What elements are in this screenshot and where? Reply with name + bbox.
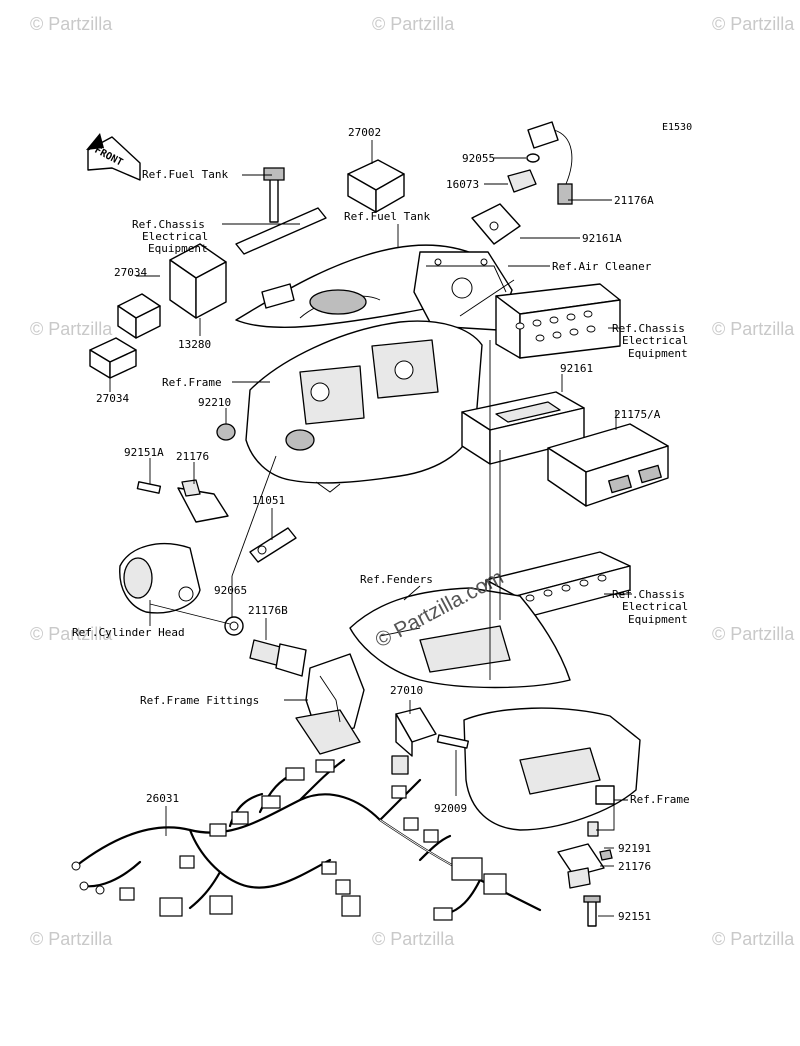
watermark: © Partzilla <box>712 14 795 34</box>
bolt-92151A <box>136 481 162 494</box>
part-number-92065: 92065 <box>214 584 247 597</box>
part-number-27002: 27002 <box>348 126 381 139</box>
part-number-92055: 92055 <box>462 152 495 165</box>
bolt-92151 <box>583 895 601 927</box>
reference-labels: Ref.Fuel Tank Ref.Chassis Electrical Equ… <box>72 168 690 806</box>
watermark: © Partzilla <box>372 929 455 949</box>
relay-holder-13280 <box>169 243 227 319</box>
ref-chassis-label-2: Ref.Chassis <box>612 322 685 335</box>
wiring-harness-26031 <box>71 758 542 921</box>
sensor-21176B <box>249 639 307 677</box>
nut-16073 <box>507 169 537 193</box>
part-number-92009: 92009 <box>434 802 467 815</box>
chassis-tray-upper <box>495 283 621 359</box>
part-number-92161A: 92161A <box>582 232 622 245</box>
frame-rear <box>463 707 641 831</box>
part-number-21175A: 21175/A <box>614 408 661 421</box>
part-number-16073: 16073 <box>446 178 479 191</box>
ref-chassis-label-3: Ref.Chassis <box>612 588 685 601</box>
ref-frame-fittings-label: Ref.Frame Fittings <box>140 694 259 707</box>
ref-chassis-label-2: Equipment <box>628 347 688 360</box>
ref-chassis-label-1: Ref.Chassis <box>132 218 205 231</box>
watermark: © Partzilla <box>30 624 113 644</box>
washer-92065 <box>224 616 244 636</box>
part-number-92161: 92161 <box>560 362 593 375</box>
frame-fittings-bracket <box>295 653 365 755</box>
ref-fuel-tank-label: Ref.Fuel Tank <box>142 168 228 181</box>
part-number-21176A: 21176A <box>614 194 654 207</box>
part-number-11051: 11051 <box>252 494 285 507</box>
ecu-unit <box>547 423 669 507</box>
cylinder-head-ref <box>119 542 201 614</box>
front-arrow-icon: FRONT <box>86 133 141 181</box>
cap-92210 <box>216 423 236 441</box>
ref-chassis-label-1: Electrical <box>142 230 208 243</box>
bracket-11051 <box>249 527 297 563</box>
ref-frame-label-2: Ref.Frame <box>630 793 690 806</box>
ref-air-cleaner-label: Ref.Air Cleaner <box>552 260 652 273</box>
part-number-21176-lower: 21176 <box>618 860 651 873</box>
ref-chassis-label-3: Electrical <box>622 600 688 613</box>
part-number-21176-upper: 21176 <box>176 450 209 463</box>
watermark: © Partzilla <box>712 319 795 339</box>
part-number-27034-a: 27034 <box>114 266 147 279</box>
watermark: © Partzilla <box>30 929 113 949</box>
ref-fuel-tank-label-2: Ref.Fuel Tank <box>344 210 430 223</box>
part-number-92210: 92210 <box>198 396 231 409</box>
part-number-92191: 92191 <box>618 842 651 855</box>
part-labels: 27002 92055 16073 21176A 92161A 27034 13… <box>96 126 661 923</box>
watermark: © Partzilla <box>372 14 455 34</box>
relay-27034-a <box>117 293 161 339</box>
watermark: © Partzilla <box>712 929 795 949</box>
relay-bracket <box>235 167 327 309</box>
watermark-layer: © Partzilla © Partzilla © Partzilla © Pa… <box>30 14 795 949</box>
part-number-27010: 27010 <box>390 684 423 697</box>
sensor-21176-lower <box>557 843 613 889</box>
ref-chassis-label-3: Equipment <box>628 613 688 626</box>
sensor-21176-upper <box>177 479 229 523</box>
oring-92055 <box>526 153 540 163</box>
ref-cylinder-head-label: Ref.Cylinder Head <box>72 626 185 639</box>
watermark: © Partzilla <box>712 624 795 644</box>
ref-chassis-label-2: Electrical <box>622 334 688 347</box>
diagram-code: E1530 <box>662 122 692 133</box>
ecu-bracket <box>461 391 585 465</box>
part-number-92151A: 92151A <box>124 446 164 459</box>
watermark: © Partzilla <box>30 14 113 34</box>
bracket-92161A <box>471 203 521 245</box>
part-number-21176B: 21176B <box>248 604 288 617</box>
relay-27034-b <box>89 337 137 379</box>
collar-92191 <box>587 821 599 837</box>
part-number-92151: 92151 <box>618 910 651 923</box>
relay-27002 <box>347 159 405 213</box>
screw-92009 <box>436 734 469 749</box>
relay-27010 <box>391 707 437 775</box>
rear-fender <box>349 587 571 689</box>
part-number-27034-b: 27034 <box>96 392 129 405</box>
air-cleaner-housing <box>413 251 513 331</box>
part-number-26031: 26031 <box>146 792 179 805</box>
watermark: © Partzilla <box>30 319 113 339</box>
frame-body <box>245 320 483 493</box>
sensor-21176A <box>527 121 573 205</box>
leader-lines <box>109 140 632 917</box>
ref-chassis-label-1: Equipment <box>148 242 208 255</box>
part-number-13280: 13280 <box>178 338 211 351</box>
ref-fenders-label: Ref.Fenders <box>360 573 433 586</box>
ref-frame-label: Ref.Frame <box>162 376 222 389</box>
